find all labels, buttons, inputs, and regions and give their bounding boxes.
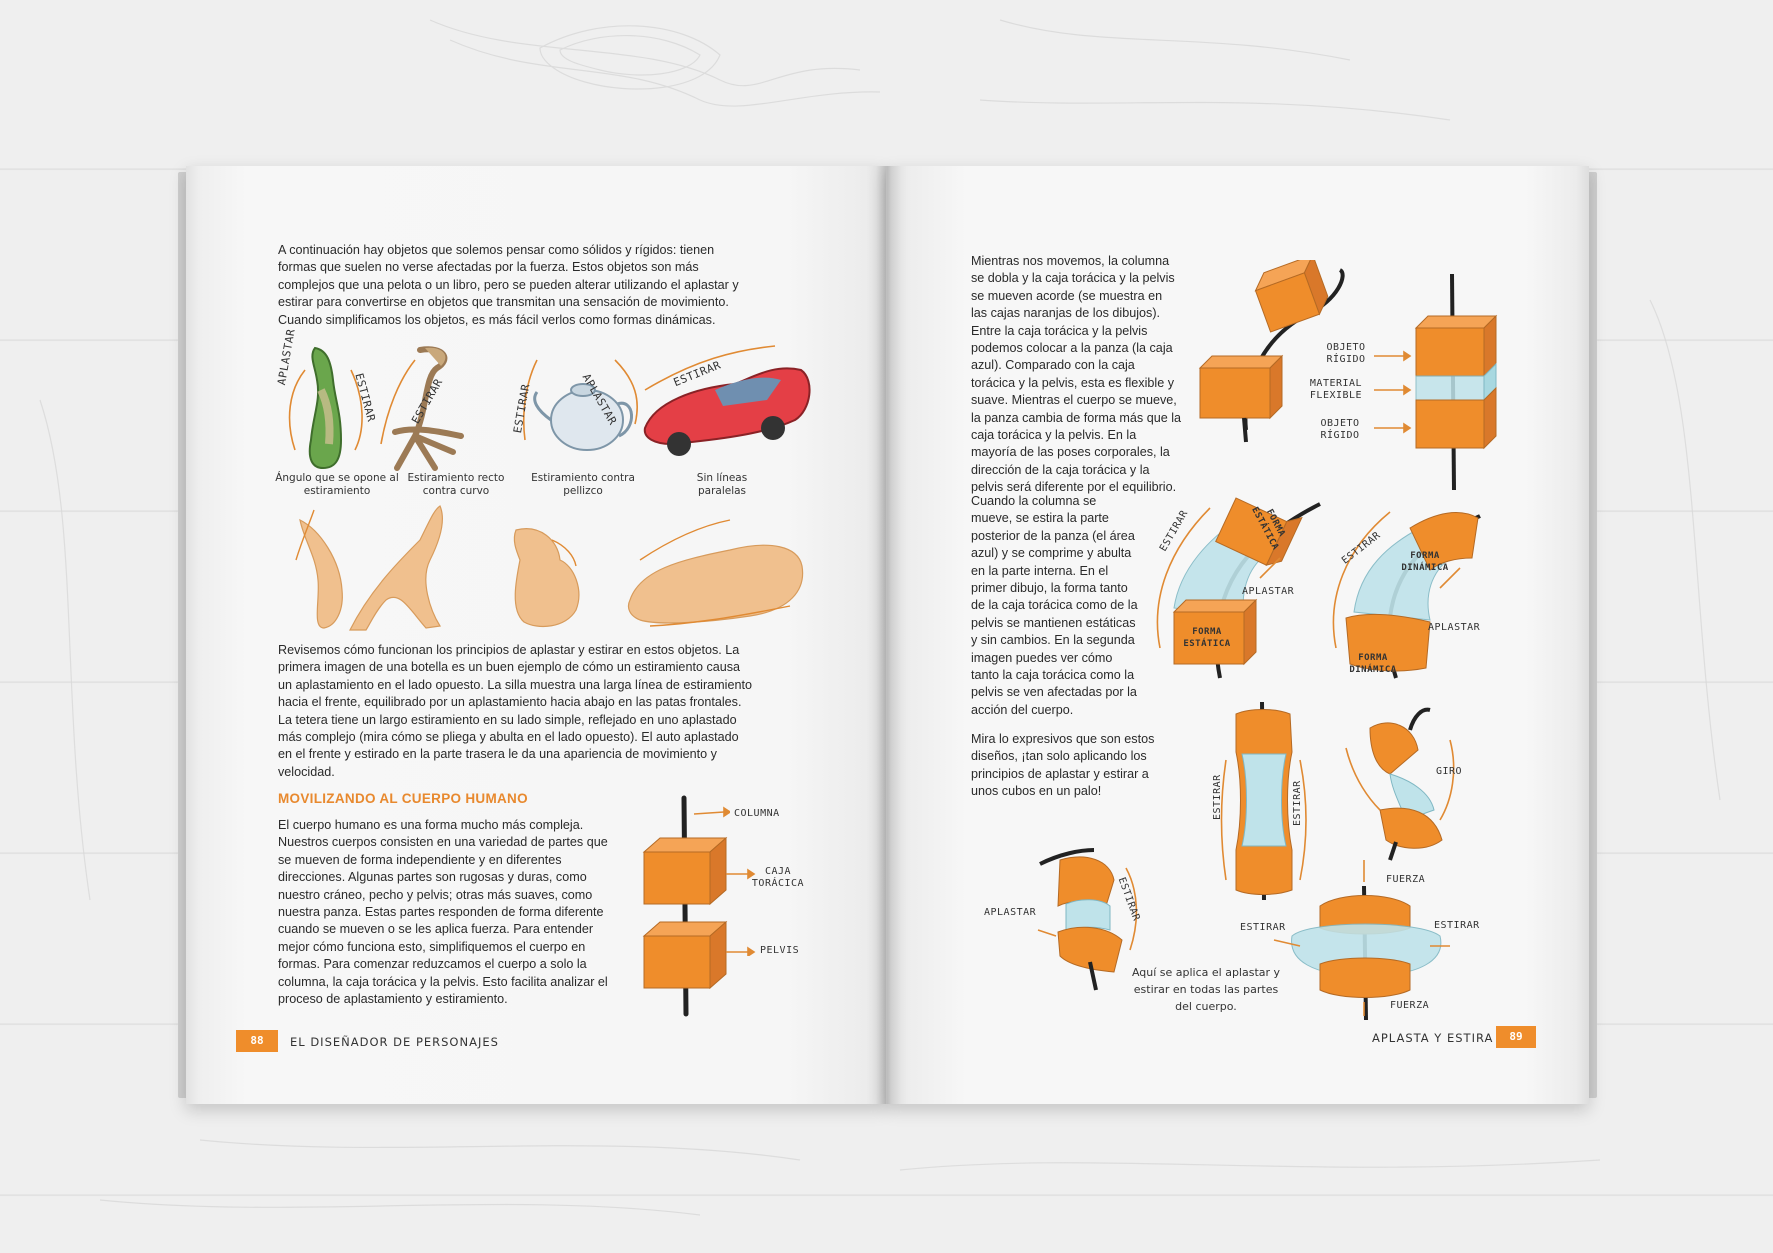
- right-paragraph-3: Mira lo expresivos que son estos diseños…: [971, 732, 1155, 799]
- label-estirar-bottom-left: ESTIRAR: [1240, 922, 1286, 933]
- label-material-flexible: MATERIAL FLEXIBLE: [1309, 378, 1363, 401]
- review-paragraph: Revisemos cómo funcionan los principios …: [278, 643, 752, 779]
- label-pelvis: PELVIS: [760, 945, 800, 956]
- label-forma-dinamica-top: FORMA DINÁMICA: [1401, 551, 1449, 573]
- spine-bend-diagram: [1198, 260, 1498, 491]
- caption-teapot: Estiramiento contra pellizco: [531, 472, 635, 497]
- right-paragraph-1: Mientras nos movemos, la columna se dobl…: [971, 254, 1182, 495]
- left-page: [186, 166, 886, 1104]
- body-paragraph: El cuerpo humano es una forma mucho más …: [278, 818, 608, 1007]
- section-heading: MOVILIZANDO AL CUERPO HUMANO: [278, 791, 528, 806]
- label-caja-toracica: CAJA TORÁCICA: [751, 866, 805, 889]
- column-diagram-arrows: [693, 806, 730, 818]
- static-dynamic-diagram: [1156, 497, 1481, 679]
- page-edge-right: [1587, 172, 1597, 1098]
- label-estirar-tall-left: ESTIRAR: [1212, 774, 1223, 820]
- right-running-title: APLASTA Y ESTIRA: [1372, 1031, 1494, 1045]
- label-aplastar-dynamic: APLASTAR: [1428, 622, 1481, 633]
- caption-bottle: Ángulo que se opone al estiramiento: [275, 472, 399, 497]
- label-forma-estatica-bottom: FORMA ESTÁTICA: [1183, 627, 1231, 649]
- caption-car: Sin líneas paralelas: [696, 472, 748, 497]
- ribcage-pelvis-arrows: [726, 868, 756, 956]
- intro-paragraph: A continuación hay objetos que solemos p…: [278, 243, 739, 327]
- objects-illustration-row: [288, 345, 811, 471]
- label-estirar-tall-right: ESTIRAR: [1292, 780, 1303, 826]
- open-book: [178, 166, 1597, 1104]
- caption-chair: Estiramiento recto contra curvo: [407, 472, 505, 497]
- label-columna: COLUMNA: [734, 808, 780, 819]
- simplified-shapes-row: [295, 505, 804, 631]
- label-objeto-rigido-1: OBJETO RÍGIDO: [1326, 342, 1366, 365]
- label-aplastar-small: APLASTAR: [984, 907, 1037, 918]
- expressive-poses-diagram: [1037, 701, 1455, 1020]
- caption-body-parts: Aquí se aplica el aplastar y estirar en …: [1131, 966, 1281, 1013]
- right-folio: 89: [1496, 1026, 1536, 1048]
- label-estirar-bottom-right: ESTIRAR: [1434, 920, 1480, 931]
- book-spine: [876, 166, 902, 1104]
- left-folio: 88: [236, 1030, 278, 1052]
- left-running-title: EL DISEÑADOR DE PERSONAJES: [290, 1035, 499, 1049]
- right-paragraph-2: Cuando la columna se mueve, se estira la…: [971, 494, 1138, 717]
- label-fuerza-top: FUERZA: [1386, 874, 1426, 885]
- page-edge-left: [178, 172, 188, 1098]
- column-diagram-illustration: [642, 795, 728, 1017]
- label-fuerza-bottom: FUERZA: [1390, 1000, 1430, 1011]
- label-forma-dinamica-bottom: FORMA DINÁMICA: [1349, 653, 1397, 675]
- label-giro: GIRO: [1436, 766, 1463, 777]
- label-aplastar-static: APLASTAR: [1242, 586, 1295, 597]
- label-objeto-rigido-2: OBJETO RÍGIDO: [1320, 418, 1360, 441]
